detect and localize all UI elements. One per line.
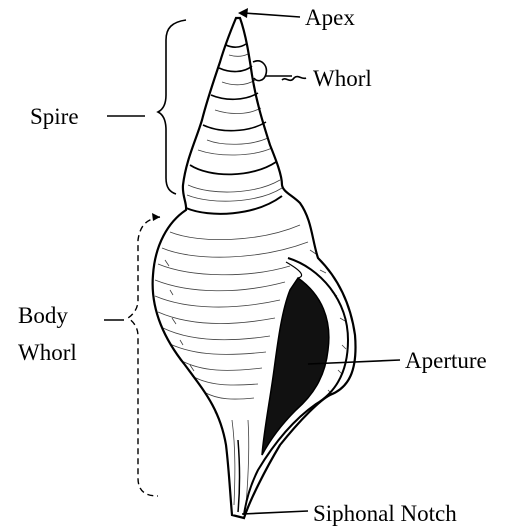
siphonal-pointer-line — [242, 511, 308, 514]
whorl-pointer-line — [266, 76, 306, 80]
label-aperture: Aperture — [405, 348, 487, 373]
apex-pointer-line — [244, 13, 300, 17]
shell-illustration — [153, 18, 356, 518]
label-siphonal-notch: Siphonal Notch — [313, 501, 457, 526]
label-spire: Spire — [30, 104, 79, 129]
whorl-knob — [253, 61, 266, 81]
spire-bracket — [158, 20, 186, 194]
body-bracket-arrowhead — [152, 213, 160, 221]
shell-body-outline — [153, 18, 356, 518]
label-body-line2: Whorl — [18, 340, 77, 365]
label-apex: Apex — [305, 5, 355, 30]
label-whorl: Whorl — [313, 66, 372, 91]
label-body-line1: Body — [18, 303, 68, 328]
apex-arrowhead — [238, 8, 248, 18]
